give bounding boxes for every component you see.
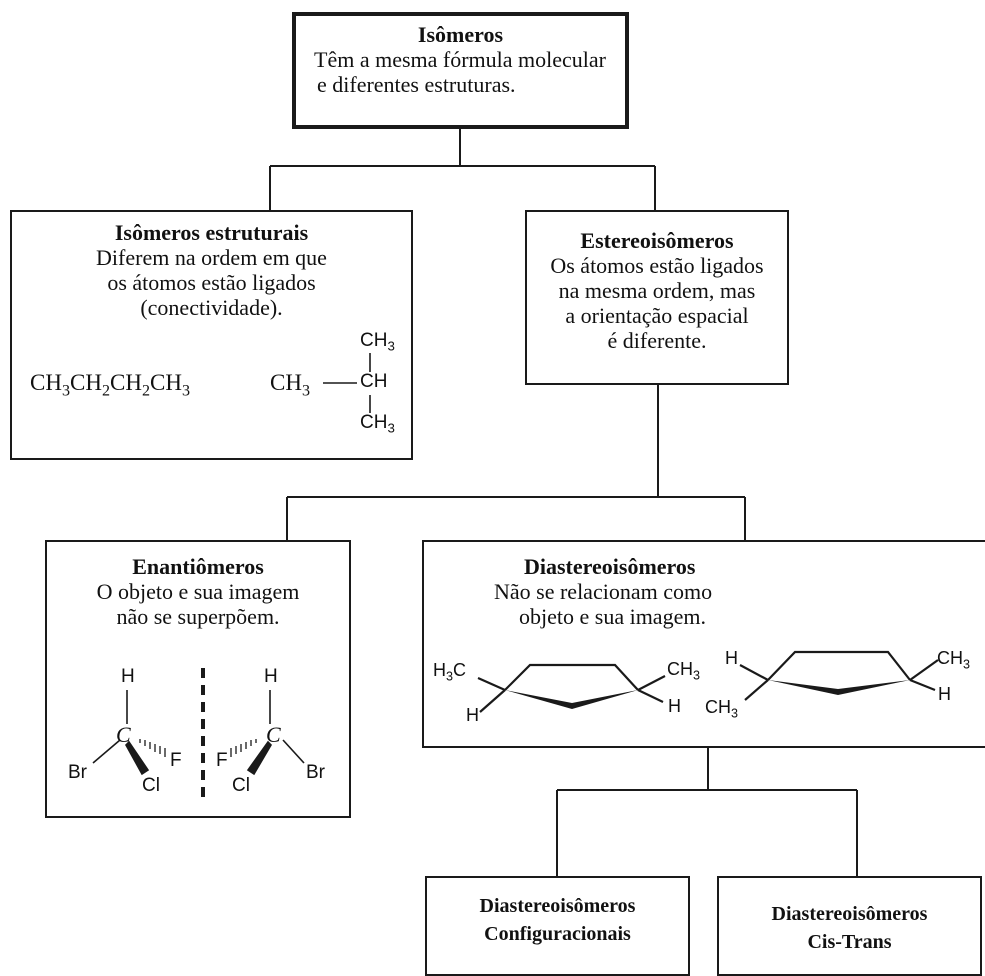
configurational-title-line-1: Diastereoisômeros [479,895,636,917]
right-f-label: F [216,750,228,771]
cis-trans-title-line-1: Diastereoisômeros [771,903,928,925]
diastereo-desc-line-2: objeto e sua imagem. [519,604,706,629]
structural-desc-line-1: Diferem na ordem em que [96,245,327,270]
isomers-title: Isômeros [417,22,504,47]
right-h-label: H [264,666,278,687]
right-br-label: Br [306,762,325,783]
ring2-bottom-right-h: H [938,684,951,704]
enantiomers-title: Enantiômeros [132,554,264,579]
isobutane-left-ch3: CH3 [270,370,310,400]
left-br-label: Br [68,762,87,783]
stereoisomers-title: Estereoisômeros [580,228,734,253]
isobutane-top-ch3: CH3 [360,330,395,354]
diastereo-desc-line-1: Não se relacionam como [494,579,713,604]
isomers-desc-line-1: Têm a mesma fórmula molecular [314,47,606,72]
cis-trans-box: Diastereoisômeros Cis-Trans [717,876,982,976]
structural-isomers-box: Isômeros estruturais Diferem na ordem em… [10,210,413,460]
configurational-box: Diastereoisômeros Configuracionais [425,876,690,976]
structural-desc-line-2: os átomos estão ligados [107,270,316,295]
enantiomers-desc-line-1: O objeto e sua imagem [96,579,300,604]
enantiomers-box: Enantiômeros O objeto e sua imagem não s… [45,540,351,818]
butane-formula: CH3CH2CH2CH3 [30,370,190,400]
isobutane-bottom-ch3: CH3 [360,412,395,436]
ring1-bottom-left-h: H [466,705,479,725]
isomers-desc-line-2: e diferentes estruturas. [317,72,516,97]
configurational-title-line-2: Configuracionais [484,923,631,945]
ring2-ch3-top-right: CH3 [937,648,971,672]
ring1-bottom-right-h: H [668,696,681,716]
stereo-desc-line-2: na mesma ordem, mas [558,278,756,303]
right-cl-label: Cl [232,775,250,796]
structural-isomers-title: Isômeros estruturais [114,220,309,245]
left-cl-label: Cl [142,775,160,796]
stereoisomers-box: Estereoisômeros Os átomos estão ligados … [525,210,789,385]
isomers-root-box: Isômeros Têm a mesma fórmula molecular e… [292,12,629,129]
cis-trans-title-line-2: Cis-Trans [807,931,892,953]
left-h-label: H [121,666,135,687]
stereo-desc-line-3: a orientação espacial [565,303,749,328]
left-f-label: F [170,750,182,771]
ring2-top-left-h: H [725,648,738,668]
right-c-label: C [266,722,281,747]
stereo-desc-line-4: é diferente. [607,328,707,353]
ring1-h3c-label: H3C [433,660,467,684]
diastereoisomers-box: Diastereoisômeros Não se relacionam como… [422,540,985,748]
ring1-ch3-label: CH3 [667,659,701,683]
structural-desc-line-3: (conectividade). [140,295,283,320]
isobutane-center-ch: CH [360,371,388,392]
diastereoisomers-title: Diastereoisômeros [524,554,696,579]
left-c-label: C [116,722,131,747]
enantiomers-desc-line-2: não se superpõem. [116,604,280,629]
stereo-desc-line-1: Os átomos estão ligados [550,253,764,278]
ring2-ch3-bottom-left: CH3 [705,697,739,721]
